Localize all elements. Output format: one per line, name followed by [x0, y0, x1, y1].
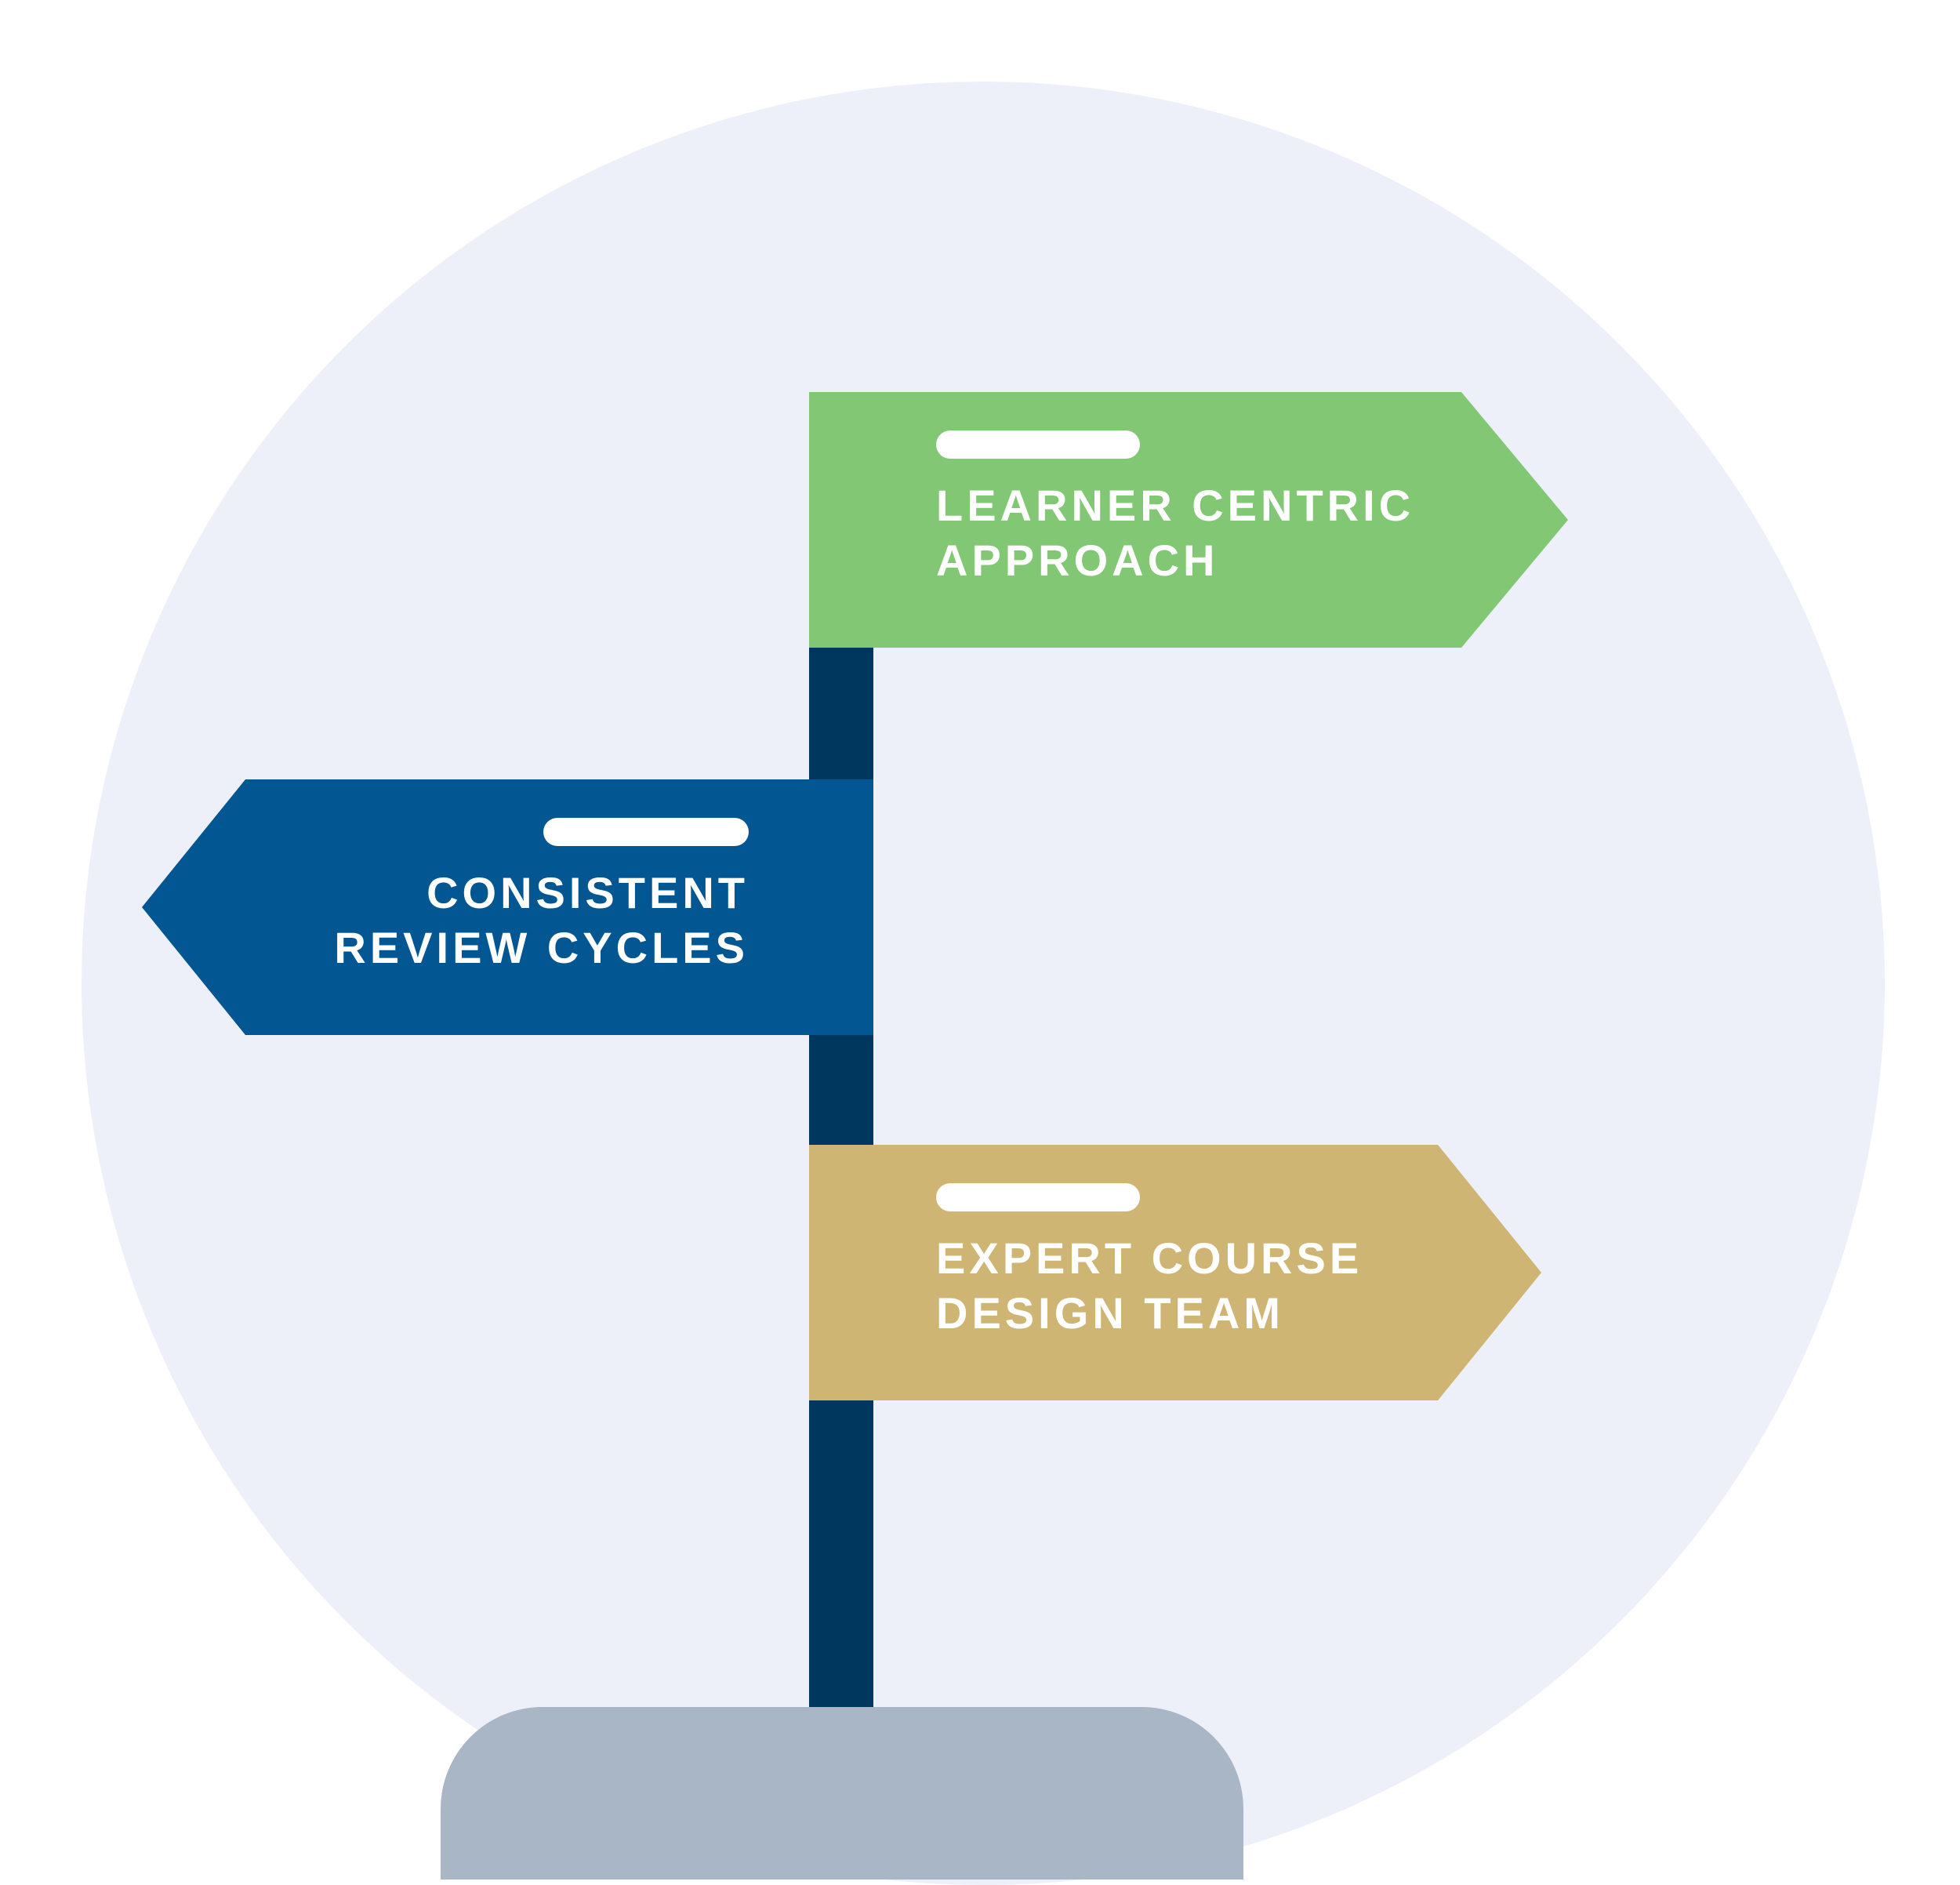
- sign-label: EXPERT COURSE DESIGN TEAM: [936, 1231, 1363, 1341]
- sign-learner-centric-approach: LEARNER CENTRIC APPROACH: [809, 392, 1570, 648]
- signpost-base: [441, 1707, 1243, 1880]
- sign-accent-bar: [936, 430, 1140, 459]
- sign-consistent-review-cycles: CONSISTENT REVIEW CYCLES: [141, 779, 873, 1035]
- sign-label-line: LEARNER CENTRIC: [936, 481, 1415, 530]
- sign-label-line: CONSISTENT: [426, 868, 749, 917]
- signpost-illustration: LEARNER CENTRIC APPROACH CONSISTENT REVI…: [82, 82, 1885, 1885]
- sign-label-line: REVIEW CYCLES: [334, 923, 749, 972]
- sign-expert-course-design-team: EXPERT COURSE DESIGN TEAM: [809, 1145, 1543, 1400]
- sign-label: CONSISTENT REVIEW CYCLES: [334, 866, 749, 975]
- sign-label-line: DESIGN TEAM: [936, 1288, 1284, 1338]
- sign-label-line: APPROACH: [936, 536, 1219, 585]
- sign-accent-bar: [543, 818, 749, 846]
- sign-accent-bar: [936, 1183, 1140, 1211]
- sign-label: LEARNER CENTRIC APPROACH: [936, 478, 1414, 588]
- sign-label-line: EXPERT COURSE: [936, 1233, 1363, 1283]
